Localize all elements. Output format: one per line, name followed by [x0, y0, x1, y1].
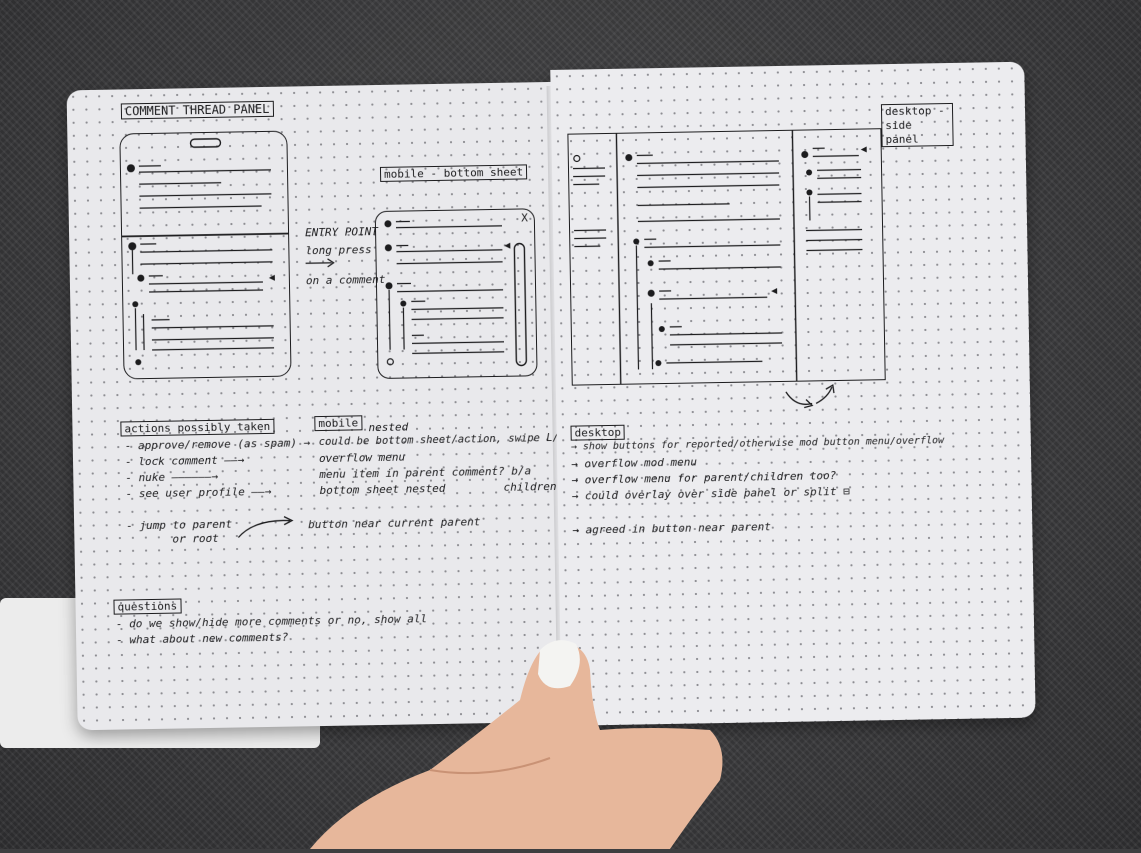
action-item: - lock comment ——→	[125, 453, 244, 468]
entry-point-line-1: long press	[305, 243, 371, 257]
desktop-line: → overflow menu for parent/children too?	[571, 469, 836, 487]
entry-point-arrow	[306, 258, 336, 269]
action-item: - see user profile ——→	[125, 485, 271, 501]
entry-point-line-2: on a comment	[306, 273, 386, 288]
jump-item: - jump to parent	[126, 518, 232, 533]
question-line: - do we show/hide more comments or no, s…	[116, 612, 427, 631]
mobile-label: mobile - bottom sheet	[380, 164, 527, 182]
nested-note: nested	[368, 420, 408, 434]
mobile-jump-line: button near current parent	[308, 515, 480, 531]
close-icon: X	[521, 211, 528, 224]
desktop-line: → overflow mod menu	[571, 455, 697, 470]
entry-point-heading: ENTRY POINT	[305, 225, 378, 239]
children-note: children	[503, 480, 556, 494]
desktop-label: desktop - side panel	[881, 103, 954, 147]
action-item: - approve/remove (as spam) →	[125, 436, 311, 452]
jump-arrow	[234, 514, 298, 541]
question-line: - what about new comments?	[116, 631, 288, 647]
desktop-heading: desktop	[570, 425, 625, 441]
jump-item-2: or root	[172, 532, 219, 546]
desktop-line: → show buttons for reported/otherwise mo…	[571, 435, 944, 454]
mobile-note-line: menu item in parent comment? b/a	[319, 464, 531, 481]
right-page: desktop - side panel	[550, 62, 1035, 726]
desktop-jump-line: → agreed in button near parent	[572, 520, 771, 537]
desktop-sketch	[567, 128, 885, 385]
mobile-note-line: bottom sheet nested	[319, 482, 445, 497]
mobile-notes-heading: mobile	[314, 415, 362, 431]
bottom-sheet-sketch: X	[375, 208, 538, 379]
desktop-line: → could overlay over side panel or split…	[572, 485, 850, 503]
phone-sketch	[119, 131, 291, 380]
action-item: - nuke ——————→	[125, 470, 218, 485]
resize-arrows	[782, 383, 843, 414]
page-title: COMMENT THREAD PANEL	[121, 101, 274, 120]
questions-heading: questions	[113, 598, 181, 614]
hand	[290, 630, 730, 849]
actions-heading: actions possibly taken	[120, 419, 274, 437]
mobile-note-line: could be bottom sheet/action, swipe L/R	[319, 432, 562, 449]
mobile-note-line: overflow menu	[319, 451, 405, 466]
